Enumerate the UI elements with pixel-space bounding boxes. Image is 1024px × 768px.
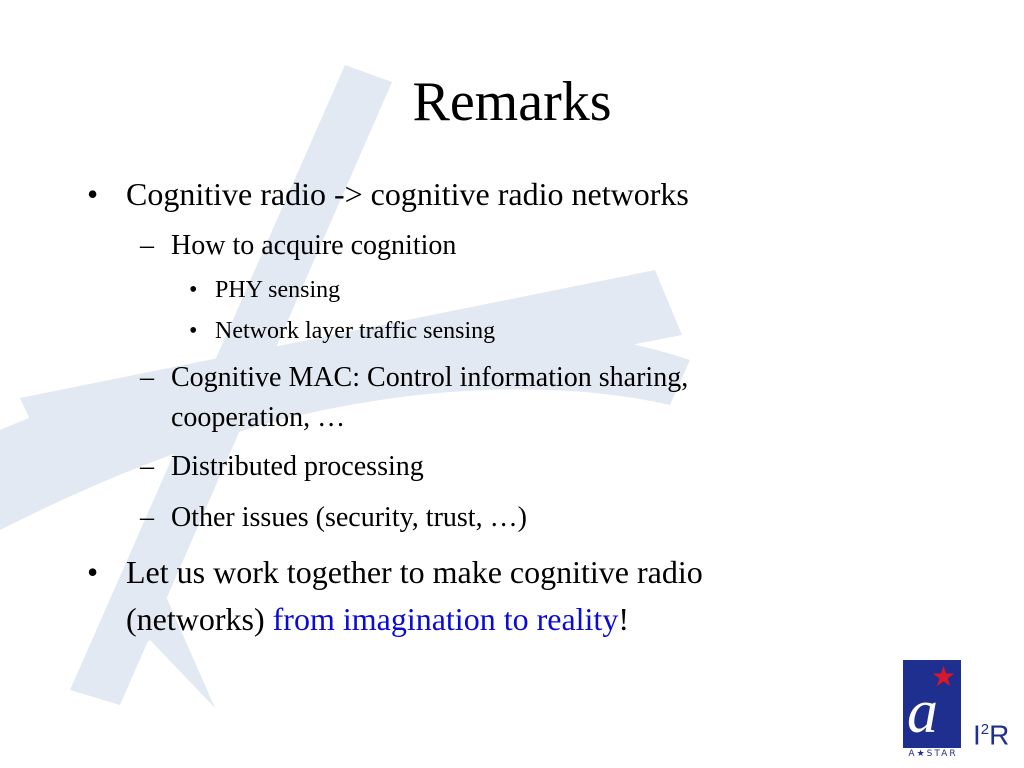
sub-sub-bullet-phy-sensing: PHY sensing (215, 277, 341, 303)
sub-bullet-other-issues: Other issues (security, trust, …) (171, 502, 527, 533)
sub-bullet-cognitive-mac-cont: cooperation, … (171, 402, 346, 433)
sub-bullet-marker: – (140, 230, 154, 261)
bullet-marker-level1: • (87, 554, 99, 590)
exclamation-mark: ! (618, 601, 629, 637)
astar-emblem-letter: a (907, 678, 938, 746)
i2r-letter-r: R (989, 719, 1010, 751)
sub-sub-bullet-traffic-sensing: Network layer traffic sensing (215, 318, 496, 344)
sub-bullet-marker: – (140, 502, 154, 533)
sub-sub-bullet-marker: • (189, 277, 198, 303)
sub-sub-bullet-marker: • (189, 318, 198, 344)
sub-bullet-cognitive-mac: Cognitive MAC: Control information shari… (171, 362, 689, 393)
bullet-work-together: Let us work together to make cognitive r… (126, 554, 703, 590)
slide-title: Remarks (412, 71, 612, 133)
i2r-letter-i: I (973, 719, 981, 751)
bullet-networks-text: (networks) (126, 601, 273, 637)
sub-bullet-marker: – (140, 362, 154, 393)
watermark-star-point (95, 560, 215, 708)
red-star-icon: ★ (931, 660, 957, 693)
sub-bullet-distributed-processing: Distributed processing (171, 451, 424, 482)
watermark-swoosh (0, 329, 690, 530)
astar-wordmark: A★STAR (908, 749, 958, 759)
i2r-superscript: 2 (980, 721, 990, 738)
i2r-wordmark: I2R (973, 714, 1009, 751)
astar-i2r-logo: a ★ A★STAR I2R (903, 660, 1021, 762)
highlight-imagination-reality: from imagination to reality (272, 601, 619, 637)
bullet-marker-level1: • (87, 176, 99, 212)
bullet-cognitive-radio-networks: Cognitive radio -> cognitive radio netwo… (126, 176, 689, 212)
astar-emblem: a ★ (903, 660, 961, 748)
sub-bullet-marker: – (140, 451, 154, 482)
bullet-work-together-cont: (networks) from imagination to reality! (126, 597, 629, 641)
sub-bullet-acquire-cognition: How to acquire cognition (171, 230, 457, 261)
